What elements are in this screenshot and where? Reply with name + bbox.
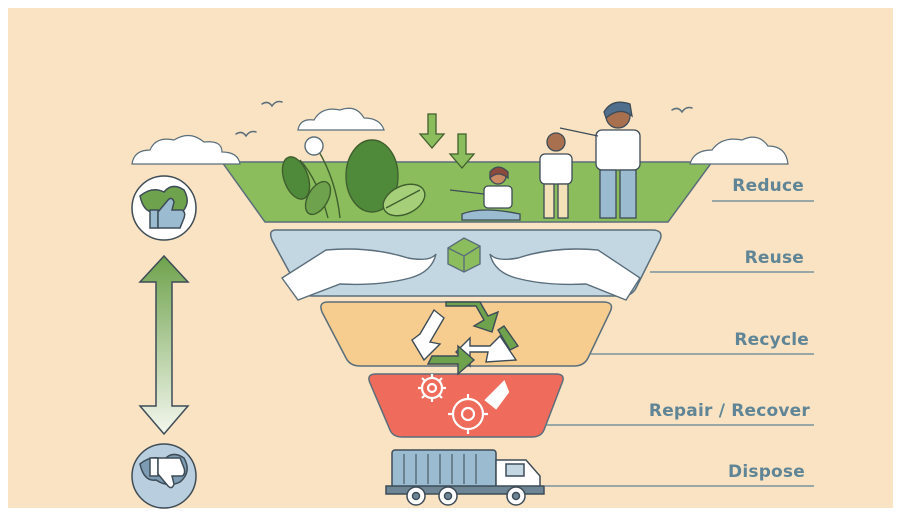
gears-wrench-icon: [418, 374, 510, 434]
globe-thumbs-up-icon: [131, 175, 197, 241]
level-label-dispose: Dispose: [728, 462, 805, 482]
bird-icon: [235, 100, 693, 138]
cloud-icon: [689, 136, 789, 165]
level-label-reduce: Reduce: [732, 176, 804, 196]
level-label-repair: Repair / Recover: [648, 401, 810, 421]
plants-icon: [281, 136, 426, 219]
hands-with-box-icon: [280, 237, 641, 301]
recycle-layer: [320, 301, 613, 367]
globe-thumbs-down-icon: [131, 443, 197, 509]
repair-layer: [368, 373, 564, 438]
down-arrow-icon: [418, 113, 476, 169]
label-connectors: [545, 200, 814, 487]
cloud-icon: [131, 134, 241, 165]
family-icon: [449, 101, 641, 221]
garbage-truck-icon: [385, 449, 545, 506]
level-label-recycle: Recycle: [734, 330, 809, 350]
cloud-icon: [297, 107, 385, 131]
recycle-icon: [411, 301, 520, 376]
double-arrow-icon: [138, 254, 190, 436]
level-label-reuse: Reuse: [744, 248, 804, 268]
